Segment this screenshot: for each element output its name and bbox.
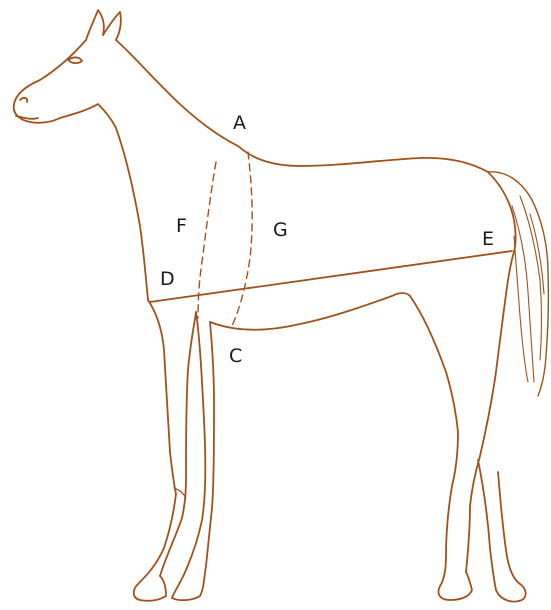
hoof-fore-near (134, 576, 166, 601)
foreleg-far (172, 312, 214, 600)
girth-dashed-lines (198, 152, 252, 326)
body-length-line (150, 251, 512, 302)
eye (68, 57, 82, 63)
label-F: F (176, 215, 187, 237)
belly (210, 293, 410, 330)
nostril (20, 98, 27, 102)
foreleg-near-front (138, 300, 176, 584)
label-A: A (233, 112, 246, 134)
ear-right (103, 12, 121, 40)
foreleg-near-back (160, 312, 196, 576)
crest (116, 40, 238, 146)
girth-line-G (232, 152, 252, 326)
neck-front (116, 128, 148, 300)
label-C: C (229, 345, 242, 367)
back (238, 146, 488, 172)
jaw (60, 104, 116, 128)
horse-outline (14, 10, 549, 602)
tail-hair-3 (514, 236, 528, 382)
head-front (14, 40, 86, 123)
hindleg-near-back (466, 252, 514, 572)
label-E: E (482, 228, 494, 250)
ear-left (86, 10, 104, 40)
label-G: G (273, 219, 288, 241)
hindleg-near-front (410, 296, 458, 586)
hindleg-far (478, 460, 526, 602)
label-D: D (160, 268, 175, 290)
